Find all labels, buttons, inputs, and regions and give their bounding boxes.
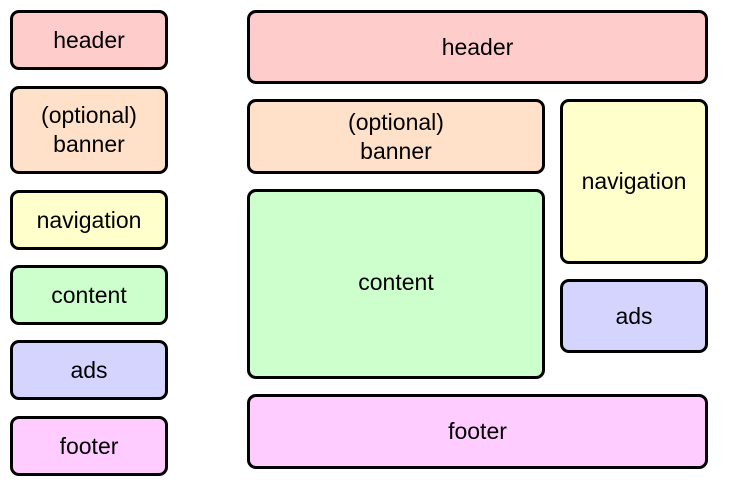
legend-banner-box: (optional) banner: [10, 86, 168, 174]
legend-ads-label: ads: [70, 356, 108, 383]
legend-header-label: header: [53, 26, 125, 53]
legend-ads-box: ads: [10, 340, 168, 400]
legend-banner-label-line1: (optional): [41, 102, 137, 129]
legend-content-label: content: [51, 281, 127, 308]
legend-footer-label: footer: [59, 432, 119, 459]
layout-banner-label-line2: banner: [360, 137, 432, 164]
layout-banner-text: (optional) banner: [348, 108, 444, 166]
legend-navigation-label: navigation: [36, 206, 142, 233]
legend-footer-box: footer: [10, 416, 168, 476]
legend-content-box: content: [10, 265, 168, 325]
layout-ads-label: ads: [615, 302, 653, 329]
legend-navigation-box: navigation: [10, 190, 168, 250]
layout-ads-box: ads: [560, 279, 708, 353]
legend-banner-label-line2: banner: [53, 131, 125, 157]
layout-content-box: content: [247, 189, 545, 379]
layout-banner-box: (optional) banner: [247, 99, 545, 174]
legend-header-box: header: [10, 10, 168, 70]
layout-content-label: content: [358, 268, 434, 295]
layout-banner-label-line1: (optional): [348, 108, 444, 135]
legend-banner-text: (optional) banner: [41, 101, 137, 159]
layout-header-box: header: [247, 10, 708, 84]
layout-navigation-label: navigation: [581, 168, 687, 195]
layout-footer-box: footer: [247, 394, 708, 469]
layout-navigation-box: navigation: [560, 99, 708, 264]
layout-header-label: header: [441, 33, 514, 60]
layout-footer-label: footer: [448, 418, 507, 445]
